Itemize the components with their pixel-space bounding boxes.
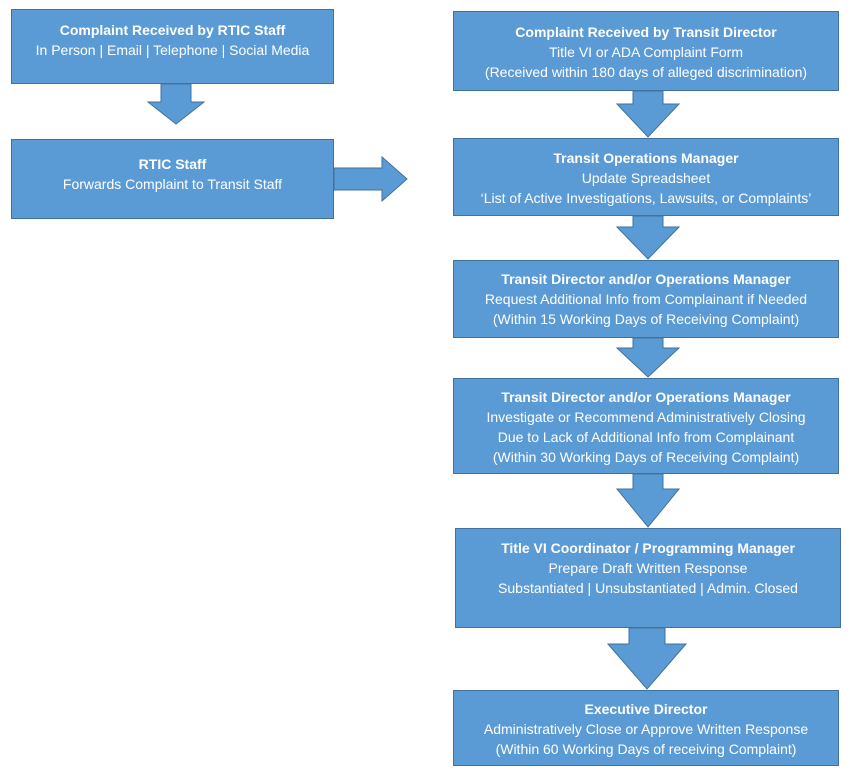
node-draft-written-response: Title VI Coordinator / Programming Manag… <box>455 528 841 628</box>
node-line: Forwards Complaint to Transit Staff <box>62 176 283 192</box>
node-line: (Within 30 Working Days of Receiving Com… <box>492 449 800 465</box>
node-line: ‘List of Active Investigations, Lawsuits… <box>480 190 812 206</box>
right-arrow-to-ops <box>334 155 408 203</box>
node-title: Complaint Received by Transit Director <box>515 24 777 40</box>
node-line: Request Additional Info from Complainant… <box>484 291 808 307</box>
node-line: Due to Lack of Additional Info from Comp… <box>497 429 795 445</box>
down-arrow-rtic <box>146 84 206 125</box>
node-line: Update Spreadsheet <box>581 170 711 186</box>
down-arrow-4 <box>615 474 681 528</box>
node-complaint-received-director: Complaint Received by Transit Director T… <box>453 11 839 91</box>
down-arrow-3 <box>615 338 681 378</box>
node-title: RTIC Staff <box>138 156 207 172</box>
node-line: Administratively Close or Approve Writte… <box>483 721 809 737</box>
node-request-additional-info: Transit Director and/or Operations Manag… <box>453 260 839 338</box>
node-title: Transit Operations Manager <box>553 150 739 166</box>
node-title: Complaint Received by RTIC Staff <box>59 22 286 38</box>
node-line: Title VI or ADA Complaint Form <box>549 44 743 60</box>
node-complaint-received-rtic: Complaint Received by RTIC Staff In Pers… <box>11 9 334 84</box>
node-line: Investigate or Recommend Administrativel… <box>486 409 806 425</box>
node-transit-ops-manager: Transit Operations Manager Update Spread… <box>453 138 839 216</box>
node-line: (Within 60 Working Days of receiving Com… <box>495 741 797 757</box>
node-rtic-staff: RTIC Staff Forwards Complaint to Transit… <box>11 139 334 219</box>
node-title: Executive Director <box>584 701 708 717</box>
node-investigate: Transit Director and/or Operations Manag… <box>453 378 839 474</box>
node-line: (Received within 180 days of alleged dis… <box>484 64 808 80</box>
down-arrow-1 <box>615 91 681 138</box>
node-title: Transit Director and/or Operations Manag… <box>501 389 791 405</box>
node-line: Substantiated | Unsubstantiated | Admin.… <box>498 580 798 596</box>
node-title: Title VI Coordinator / Programming Manag… <box>501 540 795 556</box>
down-arrow-2 <box>615 216 681 260</box>
node-line: In Person | Email | Telephone | Social M… <box>35 42 310 58</box>
node-executive-director: Executive Director Administratively Clos… <box>453 690 839 766</box>
down-arrow-5 <box>607 628 688 690</box>
node-title: Transit Director and/or Operations Manag… <box>501 271 791 287</box>
node-line: Prepare Draft Written Response <box>548 560 748 576</box>
node-line: (Within 15 Working Days of Receiving Com… <box>492 311 800 327</box>
